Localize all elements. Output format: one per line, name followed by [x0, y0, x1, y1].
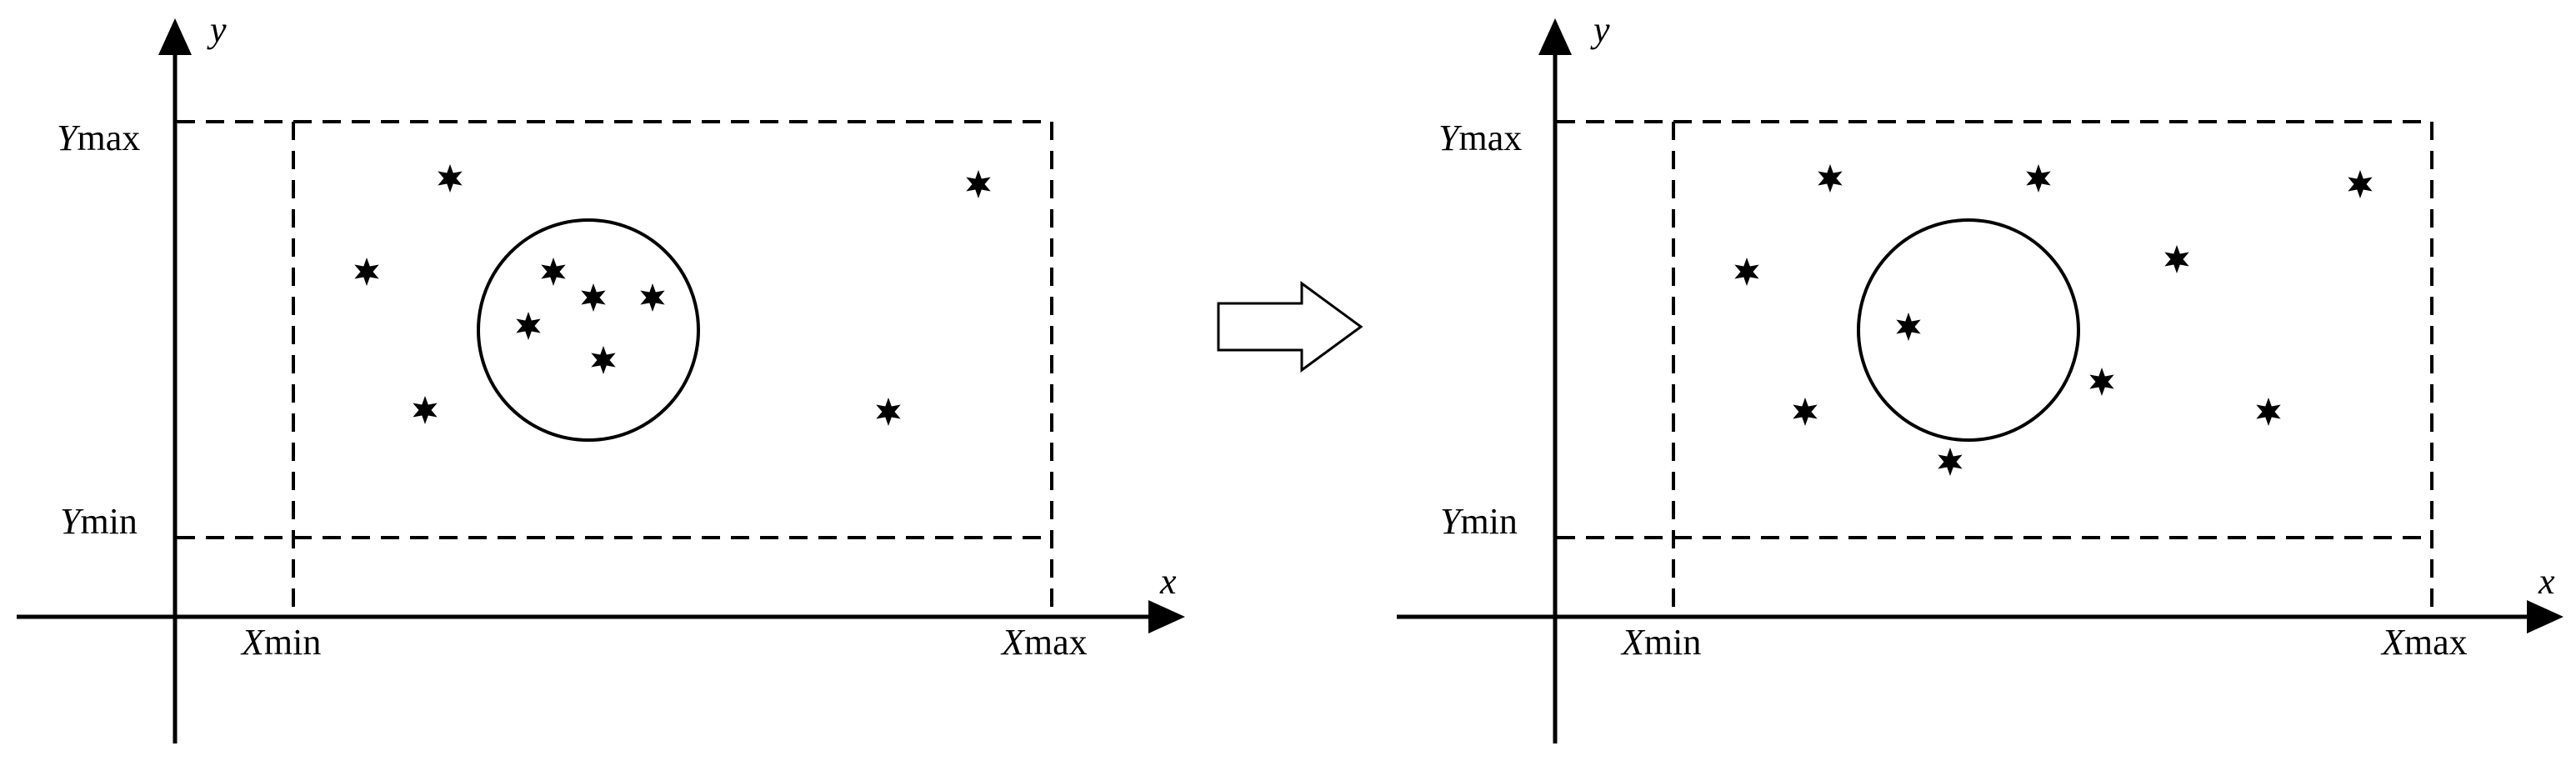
right-ymax-label: Ymax	[1438, 118, 1522, 158]
left-point-star-icon-10	[591, 346, 616, 374]
left-circle	[477, 218, 700, 442]
right-circle	[1857, 218, 2080, 442]
left-y-axis-label: y	[207, 9, 227, 50]
right-point-star-icon-6	[1896, 313, 1921, 341]
left-xmin-label: Xmin	[240, 622, 321, 663]
left-point-star-icon-6	[541, 258, 566, 286]
right-point-star-icon-3	[2348, 170, 2373, 198]
left-point-star-icon-9	[516, 312, 541, 340]
left-point-star-icon-8	[640, 283, 665, 312]
left-ymin-label: Ymin	[60, 501, 138, 542]
right-y-axis-label: y	[1590, 9, 1610, 50]
left-points	[354, 164, 991, 426]
right-x-axis-arrow-icon	[2527, 600, 2563, 633]
right-y-axis-arrow-icon	[1538, 18, 1572, 55]
right-ymin-label: Ymin	[1440, 501, 1518, 542]
left-y-axis-arrow-icon	[158, 18, 192, 55]
left-point-star-icon-1	[438, 164, 463, 193]
left-point-star-icon-7	[581, 283, 606, 312]
right-point-star-icon-9	[2256, 398, 2281, 426]
right-points	[1734, 164, 2373, 476]
left-point-star-icon-5	[876, 398, 901, 426]
right-point-star-icon-7	[2089, 368, 2114, 396]
right-point-star-icon-10	[1938, 448, 1963, 476]
left-xmax-label: Xmax	[1000, 622, 1088, 663]
right-panel: y x Ymax Ymin Xmin Xmax	[1397, 9, 2563, 743]
right-point-star-icon-1	[1818, 164, 1843, 193]
right-arrow-icon	[1217, 281, 1363, 373]
right-xmin-label: Xmin	[1620, 622, 1701, 663]
left-ymax-label: Ymax	[57, 118, 140, 158]
left-point-star-icon-4	[966, 170, 991, 198]
right-point-star-icon-4	[1734, 258, 1759, 286]
left-point-star-icon-2	[354, 258, 379, 286]
right-point-star-icon-8	[1793, 398, 1818, 426]
right-point-star-icon-2	[2026, 164, 2051, 193]
left-x-axis-arrow-icon	[1148, 600, 1185, 633]
left-point-star-icon-3	[413, 396, 438, 424]
left-panel: y x Ymax Ymin Xmin Xmax	[17, 9, 1185, 743]
right-point-star-icon-5	[2164, 245, 2189, 273]
left-x-axis-label: x	[1159, 561, 1177, 602]
right-x-axis-label: x	[2538, 561, 2555, 602]
right-xmax-label: Xmax	[2380, 622, 2468, 663]
